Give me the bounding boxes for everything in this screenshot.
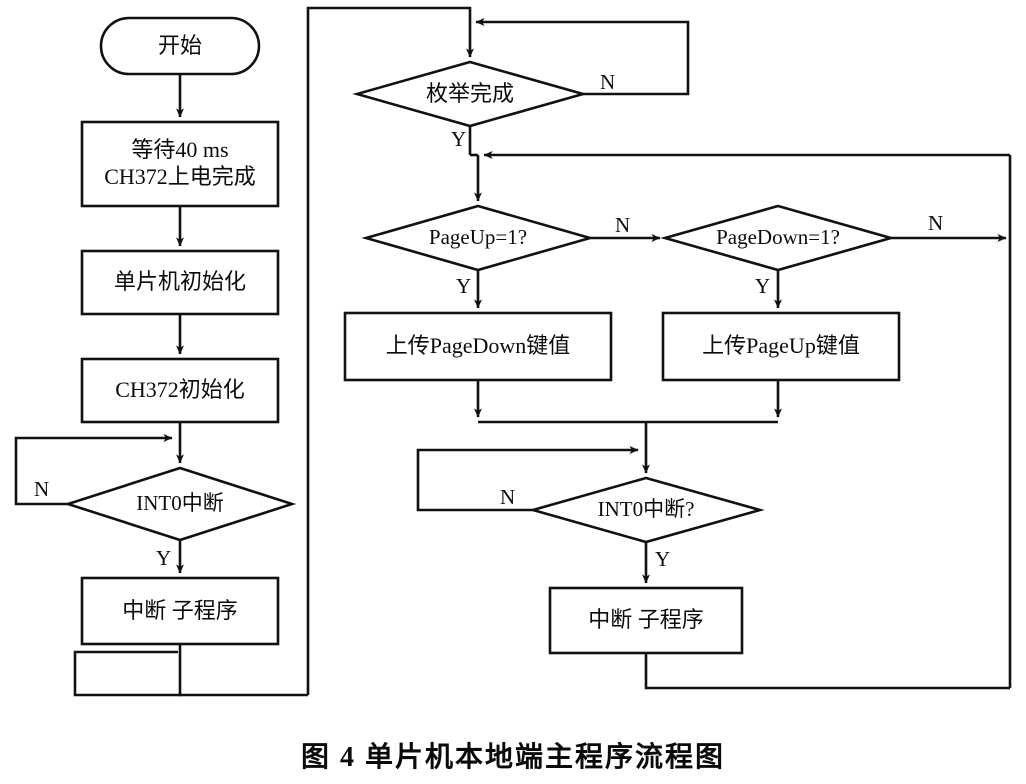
node-enum-done-shape <box>352 60 588 128</box>
node-isr-right-shape <box>548 586 744 655</box>
node-mcu-init-shape <box>80 249 280 316</box>
edge-isr-left-return <box>73 644 182 697</box>
edge-isr-right-return <box>644 653 1010 690</box>
edge-label-int0-left-n: N <box>34 477 50 501</box>
figure-caption: 图 4 单片机本地端主程序流程图 <box>300 742 725 773</box>
node-pageup-test-shape <box>361 204 595 272</box>
edge-label-pageup-n: N <box>615 213 631 237</box>
edge-label-int0-left-y: Y <box>156 546 172 570</box>
edge-label-enum-y: Y <box>451 127 467 151</box>
edge-label-pagedown-n: N <box>928 211 944 235</box>
edge-int0left-n-loop <box>14 434 173 506</box>
node-send-pageup-shape <box>661 311 901 382</box>
edge-label-int0-right-y: Y <box>655 547 671 571</box>
edge-label-pagedown-y: Y <box>755 274 771 298</box>
edge-enum-n-loop <box>475 18 690 96</box>
node-int0-left-shape <box>63 466 297 542</box>
edge-label-enum-n: N <box>600 70 616 94</box>
node-isr-left-shape <box>80 576 280 646</box>
node-int0-right-shape <box>528 476 765 544</box>
edge-label-int0-right-n: N <box>500 485 516 509</box>
edge-int0right-n-loop <box>416 446 639 512</box>
node-start-shape <box>99 16 261 76</box>
node-ch372-init-shape <box>80 357 280 424</box>
node-pagedown-test-shape <box>660 204 896 272</box>
node-wait-power-shape <box>80 120 280 208</box>
node-send-pagedown-shape <box>343 311 613 382</box>
edge-right-section-left-spine <box>306 6 474 695</box>
edge-label-pageup-y: Y <box>456 274 472 298</box>
